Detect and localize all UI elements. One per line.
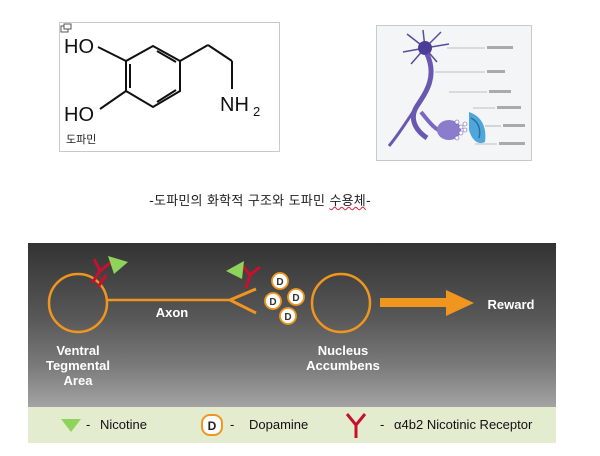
reward-arrow — [380, 290, 474, 316]
caption-prefix: -도파민의 화학적 구조와 도파민 — [149, 194, 330, 209]
dopamine-legend-letter: D — [208, 419, 217, 433]
nicotine-legend-label: Nicotine — [100, 417, 147, 432]
vta-label: Ventral Tegmental Area — [38, 343, 118, 388]
neuron-illustration — [387, 29, 525, 147]
dopamine-letter: D — [276, 277, 283, 288]
dopamine-molecule — [279, 307, 297, 325]
nicotine-icon — [108, 256, 128, 274]
dopamine-molecule — [271, 272, 289, 290]
vta-label-line: Tegmental — [45, 358, 111, 373]
axon-terminal — [229, 287, 257, 315]
receptor-dash: - — [380, 417, 385, 432]
vta-label-line: Ventral — [56, 343, 100, 358]
figure-caption: -도파민의 화학적 구조와 도파민 수용체- — [0, 190, 520, 209]
ho-bottom-label: HO — [64, 104, 94, 126]
dopamine-legend-icon: D — [201, 414, 223, 436]
dopamine-letter: D — [284, 312, 291, 323]
expand-icon[interactable] — [60, 23, 72, 33]
nucleus-label-line: Accumbens — [306, 358, 380, 373]
nicotine-icon — [226, 261, 244, 279]
dopamine-molecule — [287, 288, 305, 306]
dopamine-dash: - — [230, 417, 235, 432]
nucleus-label-line: Nucleus — [317, 343, 369, 358]
axon-label: Axon — [155, 305, 189, 320]
receptor-icon — [96, 274, 108, 288]
nucleus-accumbens-label: Nucleus Accumbens — [298, 343, 388, 373]
receptor-icon — [240, 264, 261, 289]
receptor-legend-icon — [345, 413, 367, 438]
ho-top-label: HO — [64, 36, 94, 58]
caption-suffix: - — [365, 194, 371, 209]
nh2-subscript: 2 — [253, 104, 260, 119]
dopamine-structure-image[interactable]: HO HO NH 2 도파민 — [59, 22, 280, 152]
nicotine-legend-icon — [61, 419, 81, 432]
pathway-drawing: D D D D — [47, 256, 474, 334]
structure-caption: 도파민 — [66, 133, 97, 146]
nh2-label: NH — [220, 94, 249, 116]
dopamine-structure-diagram: HO HO NH 2 — [64, 36, 260, 126]
caption-underlined: 수용체 — [329, 194, 366, 209]
vta-circle — [47, 272, 109, 334]
dopamine-receptor-image[interactable] — [376, 25, 532, 161]
dopamine-letter: D — [269, 297, 276, 308]
dopamine-legend-label: Dopamine — [249, 417, 309, 432]
reward-pathway-diagram: D D D D Axon Reward Ventral Tegmental Ar… — [28, 243, 556, 407]
legend: - Nicotine D - Dopamine - α4b2 Nicotinic… — [28, 407, 556, 443]
nicotine-dash: - — [86, 417, 91, 432]
receptor-legend-label: α4b2 Nicotinic Receptor — [394, 417, 533, 432]
dopamine-letter: D — [292, 293, 299, 304]
dopamine-molecule — [264, 292, 282, 310]
receptor-icon — [90, 258, 111, 284]
nucleus-accumbens-circle — [310, 272, 372, 334]
vta-label-line: Area — [63, 373, 93, 388]
reward-label: Reward — [487, 297, 535, 312]
